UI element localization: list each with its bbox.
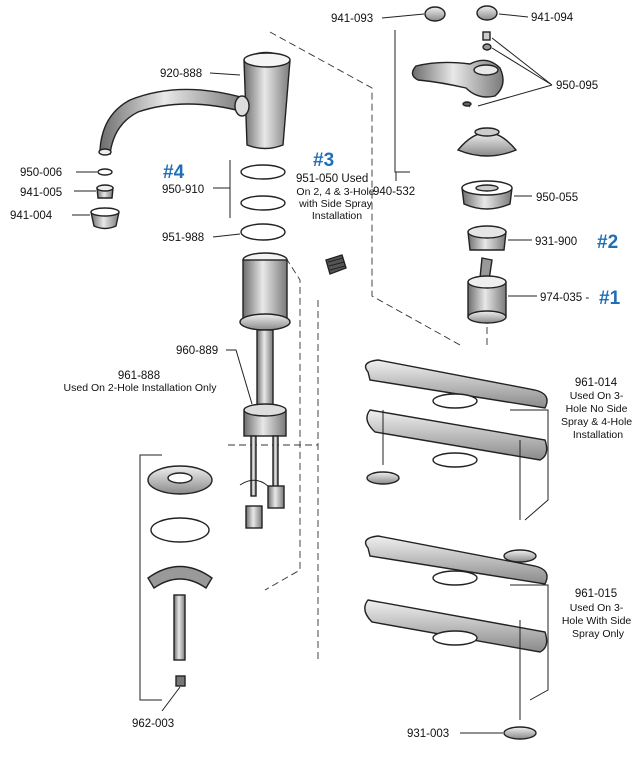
button-941-094 <box>476 5 498 21</box>
callout-1: #1 <box>599 288 621 309</box>
label-940-532: 940-532 <box>373 186 415 198</box>
leader-lines <box>72 13 553 734</box>
check-valve-951-050 <box>325 254 347 275</box>
callout-4: #4 <box>163 162 185 183</box>
note-961-015-line-2: Hole With Side <box>562 615 632 627</box>
note-951-050-line-3: Installation <box>312 210 362 222</box>
faucet-body-960-889 <box>239 252 291 529</box>
note-961-888: Used On 2-Hole Installation Only <box>64 382 218 394</box>
label-931-003: 931-003 <box>407 728 449 740</box>
label-960-889: 960-889 <box>176 345 218 357</box>
aerator-washer-950-006 <box>97 168 113 176</box>
mounting-bracket-962-003 <box>147 565 213 687</box>
note-961-015-line-1: Used On 3- <box>570 602 624 614</box>
cartridge-974-035 <box>467 257 507 324</box>
label-974-035: 974-035 - <box>540 292 589 304</box>
note-961-014-line-1: Used On 3- <box>570 390 624 402</box>
o-rings-950-910 <box>240 164 286 211</box>
note-951-050: On 2, 4 & 3-Hole with Side Spray Install… <box>296 186 377 222</box>
mounting-ring-961-888 <box>147 465 213 543</box>
assembly-guide-lines <box>228 31 488 660</box>
escutcheon-plate-961-014 <box>364 359 548 563</box>
label-951-050: 951-050 Used <box>296 173 368 185</box>
note-951-050-line-1: On 2, 4 & 3-Hole <box>296 186 374 198</box>
label-951-988: 951-988 <box>162 232 204 244</box>
escutcheon-015-bracket <box>510 584 549 701</box>
spout-920-888 <box>98 51 291 156</box>
note-961-014-line-2: Hole No Side <box>566 403 628 415</box>
aerator-941-005 <box>96 184 114 199</box>
label-941-094: 941-094 <box>531 12 574 24</box>
note-961-014-line-4: Installation <box>573 429 623 441</box>
escutcheon-plate-961-015 <box>364 535 548 740</box>
label-950-910: 950-910 <box>162 184 204 196</box>
handle-group-bracket <box>394 30 410 173</box>
label-941-004: 941-004 <box>10 210 53 222</box>
label-941-093: 941-093 <box>331 13 373 25</box>
note-961-015-line-3: Spray Only <box>572 628 625 640</box>
callout-2: #2 <box>597 232 618 253</box>
aerator-housing-941-004 <box>90 207 120 230</box>
note-961-014-line-3: Spray & 4-Hole <box>561 416 632 428</box>
note-961-015: Used On 3- Hole With Side Spray Only <box>562 602 634 640</box>
label-931-900: 931-900 <box>535 236 577 248</box>
handle-940-532 <box>411 31 518 157</box>
escutcheon-014-bracket <box>510 409 549 521</box>
note-961-014: Used On 3- Hole No Side Spray & 4-Hole I… <box>561 390 635 441</box>
callout-3: #3 <box>313 150 334 171</box>
label-950-095: 950-095 <box>556 80 598 92</box>
bracket-group-outline <box>139 454 162 701</box>
label-950-055: 950-055 <box>536 192 578 204</box>
cap-950-055 <box>461 180 513 210</box>
note-951-050-line-2: with Side Spray <box>298 198 373 210</box>
label-961-015: 961-015 <box>575 588 617 600</box>
label-950-006: 950-006 <box>20 167 62 179</box>
button-941-093 <box>424 6 446 22</box>
retainer-931-900 <box>467 225 507 251</box>
label-920-888: 920-888 <box>160 68 202 80</box>
ring-951-988 <box>240 223 286 241</box>
label-962-003: 962-003 <box>132 718 174 730</box>
label-941-005: 941-005 <box>20 187 62 199</box>
label-961-888: 961-888 <box>118 370 160 382</box>
label-961-014: 961-014 <box>575 377 618 389</box>
